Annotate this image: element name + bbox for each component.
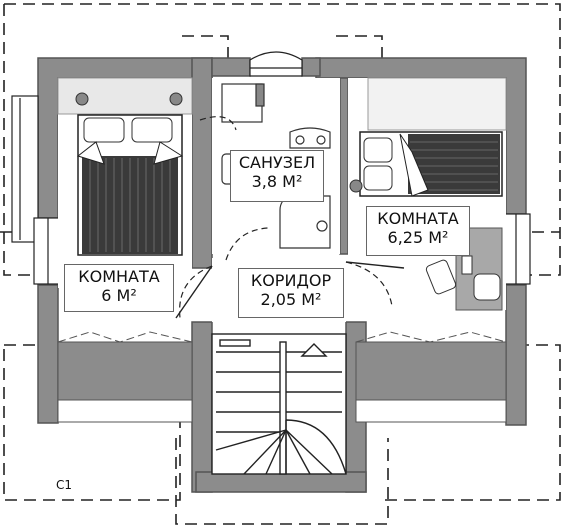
right-room-label: КОМНАТА 6,25 М²: [366, 206, 470, 256]
left-room-lower: [57, 331, 193, 423]
bathroom-area: 3,8 М²: [251, 172, 303, 191]
right-room-lower: [355, 331, 507, 423]
partition-left: [191, 57, 213, 269]
section-mark: С1: [56, 478, 73, 492]
left-room-area: 6 М²: [101, 286, 137, 305]
walls: [37, 57, 527, 493]
bathroom-label: САНУЗЕЛ 3,8 М²: [230, 150, 324, 202]
bed-right: [359, 131, 503, 197]
left-room-label: КОМНАТА 6 М²: [64, 264, 174, 312]
lamp-icon: [169, 92, 183, 106]
right-room-area: 6,25 М²: [387, 228, 449, 247]
right-room-name: КОМНАТА: [377, 209, 459, 228]
left-room-name: КОМНАТА: [78, 267, 160, 286]
bathroom-fixtures: [221, 83, 331, 249]
bathroom-name: САНУЗЕЛ: [238, 153, 316, 172]
lamp-icon: [349, 179, 363, 193]
staircase: [211, 333, 347, 475]
lamp-icon: [75, 92, 89, 106]
corridor-name: КОРИДОР: [250, 271, 332, 290]
corridor-area: 2,05 М²: [260, 290, 322, 309]
doors: [179, 116, 393, 319]
bed-left: [76, 114, 184, 256]
windows: [11, 51, 531, 285]
arrow-up-icon: [300, 343, 328, 357]
desk: [425, 227, 503, 311]
corridor-label: КОРИДОР 2,05 М²: [238, 268, 344, 318]
